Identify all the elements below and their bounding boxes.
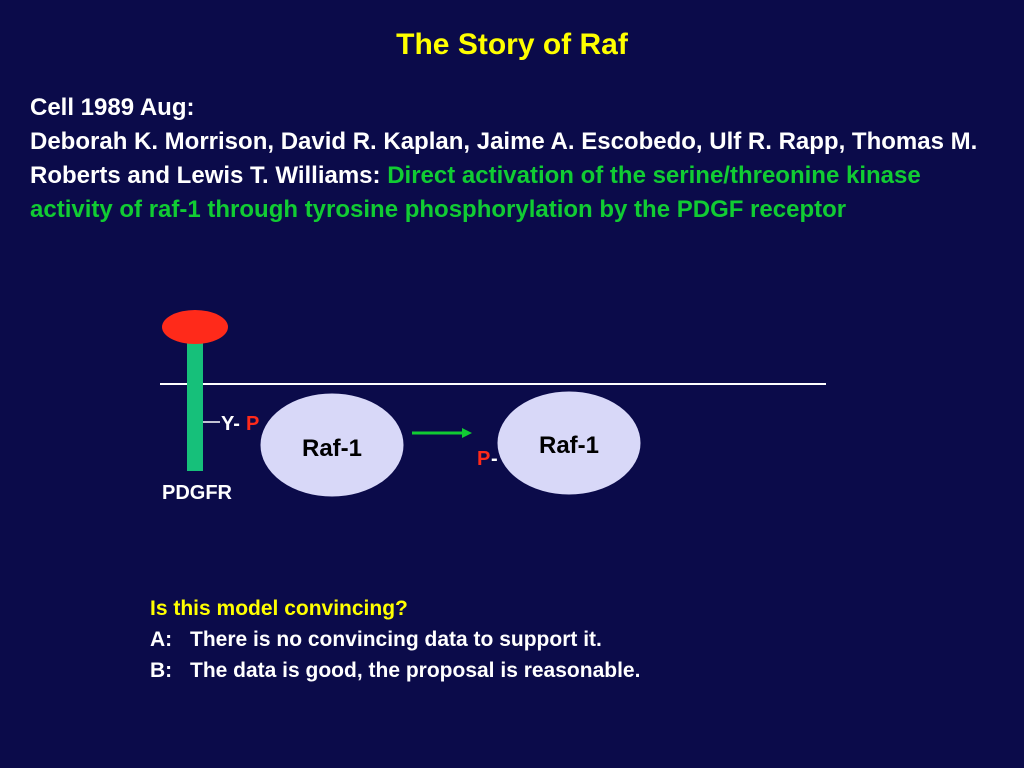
phospho-label-receptor: P <box>246 413 259 435</box>
raf1-inactive-label: Raf-1 <box>302 435 362 462</box>
pdgfr-label: PDGFR <box>162 482 233 504</box>
slide-title: The Story of Raf <box>396 28 628 61</box>
citation-paper-title: Direct activation of the serine/threonin… <box>30 162 921 223</box>
tyrosine-label: Y- <box>221 413 240 435</box>
citation-authors: Deborah K. Morrison, David R. Kaplan, Ja… <box>30 128 978 189</box>
citation-journal: Cell 1989 Aug: <box>30 94 195 121</box>
activation-arrow-head <box>462 428 472 438</box>
raf1-inactive <box>259 392 405 498</box>
answer-a-text: There is no convincing data to support i… <box>190 628 602 651</box>
answer-b-text: The data is good, the proposal is reason… <box>190 659 641 682</box>
pdgf-ligand <box>162 310 228 344</box>
phospho-dash-raf: - <box>491 448 498 470</box>
citation-block: Cell 1989 Aug: Deborah K. Morrison, Davi… <box>30 91 980 227</box>
answer-a-key: A: <box>150 628 173 651</box>
question-block: Is this model convincing? A: There is no … <box>150 593 640 686</box>
raf1-active-label: Raf-1 <box>539 432 599 459</box>
phospho-label-raf: P <box>477 448 490 470</box>
answer-a: A: There is no convincing data to support… <box>150 624 640 655</box>
pdgfr-receptor-stem <box>187 335 203 471</box>
answer-b: B: The data is good, the proposal is reas… <box>150 655 640 686</box>
raf1-active <box>496 390 642 496</box>
answer-b-key: B: <box>150 659 173 682</box>
question-prompt: Is this model convincing? <box>150 597 408 620</box>
